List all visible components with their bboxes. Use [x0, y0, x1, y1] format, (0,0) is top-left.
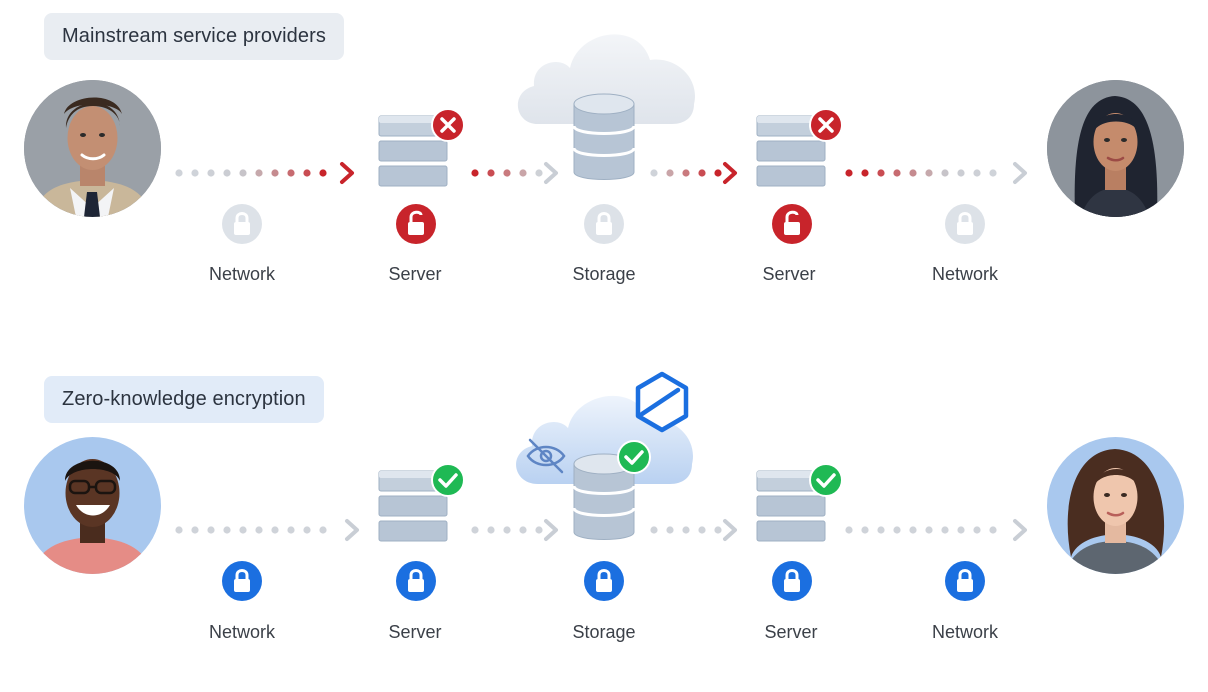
lock-closed-icon [584, 561, 624, 601]
stage-label-storage: Storage [572, 622, 636, 642]
flow-network-right [845, 519, 1027, 541]
hexagon-logo-icon [635, 371, 689, 433]
stage-label-server: Server [764, 622, 818, 642]
server-icon [756, 108, 843, 187]
sender-avatar [24, 80, 161, 217]
chevron-right-icon [345, 519, 359, 541]
server-icon [378, 108, 465, 187]
checkmark-icon [431, 463, 465, 497]
lock-neutral-icon [584, 204, 624, 244]
lock-closed-icon [945, 561, 985, 601]
checkmark-icon [617, 440, 651, 474]
close-x-icon [809, 108, 843, 142]
chevron-right-icon [340, 162, 354, 184]
stage-label-server: Server [388, 264, 442, 284]
lock-closed-icon [772, 561, 812, 601]
cloud-icon [517, 34, 695, 124]
chevron-right-icon [723, 519, 737, 541]
section-zero-knowledge: Zero-knowledge encryption [0, 363, 1208, 692]
stage-label-storage: Storage [572, 264, 636, 284]
recipient-avatar [1047, 437, 1184, 574]
flow-storage-to-server [650, 162, 737, 184]
flow-storage-to-server [650, 519, 737, 541]
stage-label-server: Server [388, 622, 442, 642]
section-title-badge: Mainstream service providers [44, 13, 344, 60]
lock-open-alert-icon [396, 204, 436, 244]
server-stack-icon [756, 470, 826, 542]
recipient-avatar [1047, 80, 1184, 217]
server-icon [756, 463, 843, 542]
chevron-right-icon [544, 162, 558, 184]
flow-network-right [845, 162, 1027, 184]
close-x-icon [431, 108, 465, 142]
checkmark-icon [809, 463, 843, 497]
stage-label-server: Server [762, 264, 816, 284]
chevron-right-icon [1013, 519, 1027, 541]
lock-neutral-icon [945, 204, 985, 244]
flow-network-left [175, 162, 354, 184]
flow-network-left [175, 519, 359, 541]
server-stack-icon [756, 115, 826, 187]
flow-server-to-storage [471, 519, 558, 541]
section-title-badge: Zero-knowledge encryption [44, 376, 324, 423]
stage-label-network: Network [931, 264, 998, 284]
chevron-right-icon [544, 519, 558, 541]
section-title: Zero-knowledge encryption [62, 388, 306, 410]
database-icon [572, 93, 636, 180]
lock-closed-icon [396, 561, 436, 601]
flow-server-to-storage [471, 162, 558, 184]
server-icon [378, 463, 465, 542]
stage-label-network: Network [931, 622, 998, 642]
chevron-right-icon [723, 162, 737, 184]
storage-cloud-icon [517, 34, 695, 180]
section-title: Mainstream service providers [62, 25, 326, 47]
chevron-right-icon [1013, 162, 1027, 184]
lock-closed-icon [222, 561, 262, 601]
storage-cloud-icon [516, 371, 693, 540]
eye-slash-icon [526, 438, 566, 474]
lock-neutral-icon [222, 204, 262, 244]
sender-avatar [24, 437, 161, 574]
server-stack-icon [378, 115, 448, 187]
stage-label-network: Network [208, 622, 275, 642]
dotted-line [175, 169, 327, 177]
database-icon [572, 453, 636, 540]
lock-open-alert-icon [772, 204, 812, 244]
section-mainstream: Mainstream service providers [0, 0, 1208, 329]
stage-label-network: Network [208, 264, 275, 284]
